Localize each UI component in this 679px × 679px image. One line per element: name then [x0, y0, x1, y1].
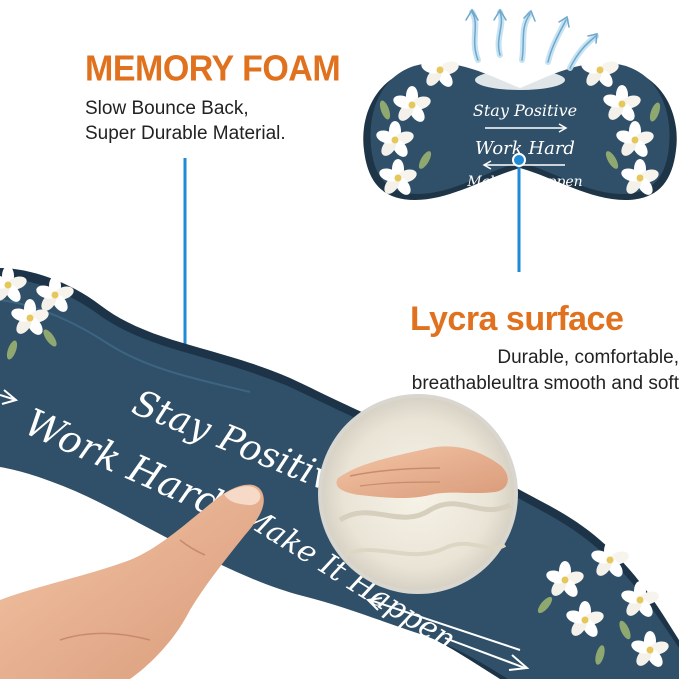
lycra-desc-line: Durable, comfortable,	[497, 347, 679, 368]
small-pad-line3: Make It Happen	[466, 174, 582, 190]
small-pad-line2: Work Hard	[475, 138, 575, 159]
small-pad-line1: Stay Positive	[473, 101, 577, 120]
foam-closeup	[318, 394, 518, 594]
lycra-surface-description: Durable, comfortable, breathableultra sm…	[364, 345, 679, 397]
memory-foam-desc-line: Super Durable Material.	[85, 123, 286, 144]
lycra-surface-title: Lycra surface	[410, 300, 624, 338]
lycra-desc-line: breathableultra smooth and soft	[411, 373, 679, 394]
pressing-finger	[0, 484, 264, 679]
memory-foam-title: MEMORY FOAM	[85, 49, 341, 89]
memory-foam-description: Slow Bounce Back, Super Durable Material…	[85, 96, 286, 146]
memory-foam-desc-line: Slow Bounce Back,	[85, 98, 249, 119]
small-pad: Stay Positive Work Hard Make It Happen	[363, 8, 677, 200]
